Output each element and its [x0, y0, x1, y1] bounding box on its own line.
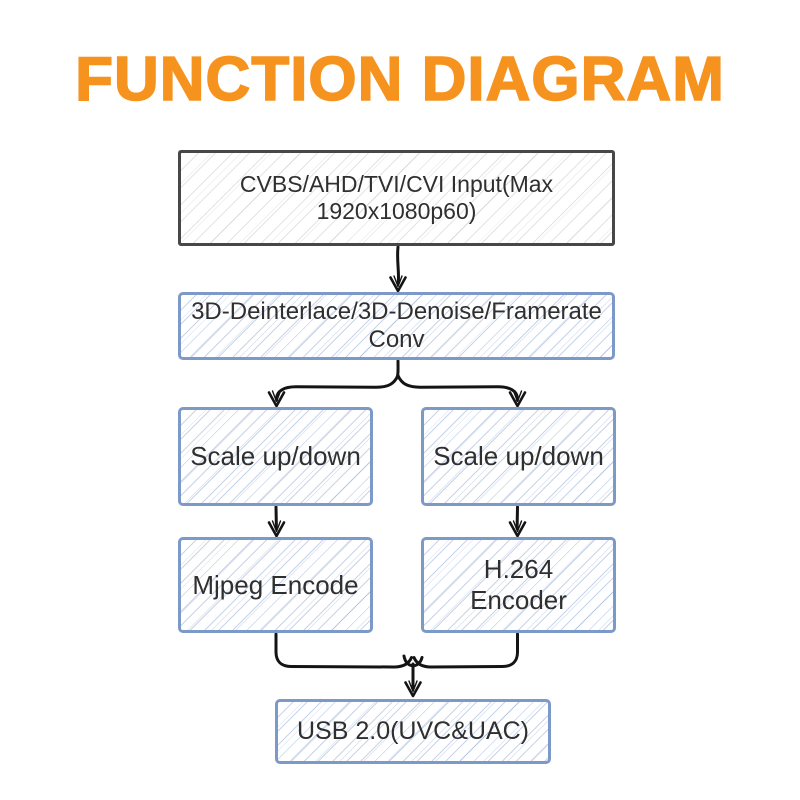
node-deinterlace-denoise: 3D-Deinterlace/3D-Denoise/Framerate Conv: [178, 292, 615, 360]
arrow-scaleright-to-h264: [508, 505, 527, 538]
arrow-input-to-process: [389, 245, 407, 293]
node-usb-output: USB 2.0(UVC&UAC): [275, 699, 551, 764]
node-scale-right: Scale up/down: [421, 407, 616, 506]
node-input-label: CVBS/AHD/TVI/CVI Input(Max 1920x1080p60): [239, 171, 554, 224]
node-scale-right-label: Scale up/down: [433, 441, 604, 471]
node-input: CVBS/AHD/TVI/CVI Input(Max 1920x1080p60): [178, 150, 615, 246]
arrow-merge-to-usb: [274, 632, 519, 698]
node-h264-encoder: H.264 Encoder: [421, 537, 616, 633]
node-scale-left-label: Scale up/down: [190, 441, 361, 471]
node-usb-output-label: USB 2.0(UVC&UAC): [297, 717, 529, 745]
page-title: FUNCTION DIAGRAM: [74, 45, 725, 114]
node-deinterlace-denoise-label: 3D-Deinterlace/3D-Denoise/Framerate Conv: [191, 298, 602, 353]
node-scale-left: Scale up/down: [178, 407, 373, 506]
node-mjpeg-encode-label: Mjpeg Encode: [192, 569, 359, 600]
node-h264-encoder-label: H.264 Encoder: [470, 554, 567, 615]
node-mjpeg-encode: Mjpeg Encode: [178, 537, 373, 633]
arrow-scaleleft-to-mjpeg: [267, 505, 286, 538]
arrow-process-split: [267, 359, 527, 408]
